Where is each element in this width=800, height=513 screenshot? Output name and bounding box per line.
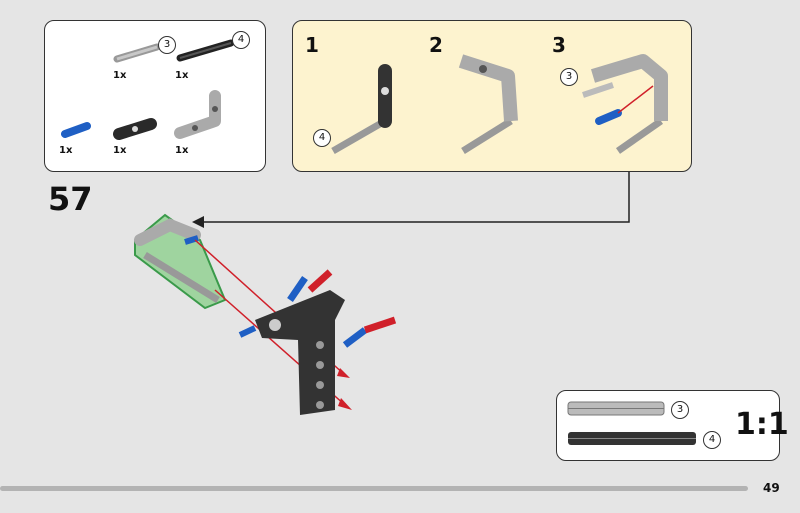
part-qty: 1x — [175, 145, 189, 156]
scale-ratio: 1:1 — [735, 407, 789, 442]
axle-3-icon — [113, 43, 161, 63]
part-qty: 1x — [113, 70, 127, 81]
connector-arrow-line — [200, 172, 630, 223]
part-qty: 1x — [113, 145, 127, 156]
progress-bar — [0, 486, 748, 491]
connector-arrow-head — [192, 216, 204, 228]
parts-list-box: 3 4 1x 1x 1x 1x 1x — [44, 20, 266, 172]
scale-axles — [567, 401, 696, 445]
substep-3-model — [582, 54, 668, 154]
substep-number: 3 — [552, 33, 566, 57]
substep-number: 2 — [429, 33, 443, 57]
length-callout: 3 — [158, 36, 176, 54]
step-number: 57 — [48, 180, 93, 218]
beam-icon — [113, 118, 157, 140]
substep-illustrations — [331, 54, 668, 155]
pin-icon — [61, 122, 91, 138]
axle-4-icon — [176, 39, 235, 62]
substep-1-model — [331, 64, 392, 155]
part-qty: 1x — [59, 145, 73, 156]
substep-2-model — [458, 54, 518, 154]
scale-box: 3 4 1:1 — [556, 390, 789, 461]
axle-4-scale-icon — [568, 432, 696, 445]
main-model — [238, 269, 397, 415]
length-callout: 4 — [313, 129, 331, 147]
angle-beam-icon — [174, 90, 221, 139]
length-callout: 3 — [560, 68, 578, 86]
substep-number: 1 — [305, 33, 319, 57]
length-callout: 4 — [703, 431, 721, 449]
length-callout: 3 — [671, 401, 689, 419]
part-qty: 1x — [175, 70, 189, 81]
substep-box: 1 2 3 4 3 — [292, 20, 692, 172]
page-number: 49 — [763, 481, 780, 495]
parts-illustrations — [61, 39, 235, 140]
length-callout: 4 — [232, 31, 250, 49]
highlighted-subassembly — [134, 213, 227, 310]
axle-3-scale-icon — [567, 401, 665, 416]
